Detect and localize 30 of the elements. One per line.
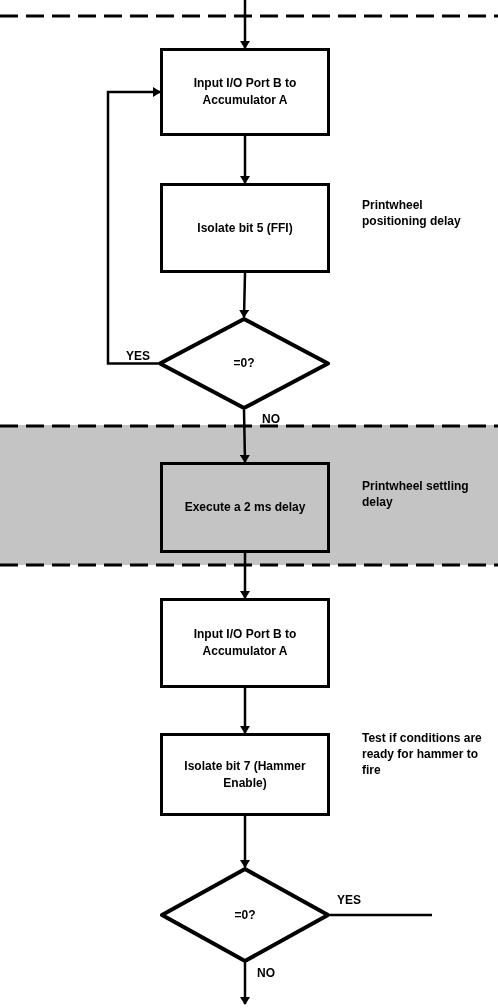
process-box <box>160 183 330 273</box>
arrow <box>239 409 250 463</box>
edge-label: YES <box>337 893 361 907</box>
node-label: Isolate bit 7 (Hammer Enable) <box>183 757 307 792</box>
node-label: Isolate bit 5 (FFI) <box>197 219 293 237</box>
arrow <box>240 688 250 734</box>
process-box <box>160 598 330 688</box>
arrow <box>240 0 250 49</box>
edge-label: NO <box>262 412 280 426</box>
arrow <box>240 816 250 868</box>
node-label: Input I/O Port B to Accumulator A <box>192 626 298 660</box>
side-note: Printwheel positioning delay <box>362 197 462 229</box>
edge-label: NO <box>257 966 275 980</box>
side-note: Test if conditions are ready for hammer to fire <box>362 730 483 778</box>
decision-diamond <box>160 867 330 963</box>
arrow <box>239 272 250 318</box>
node-label: Execute a 2 ms delay <box>184 499 306 516</box>
process-box <box>160 48 330 136</box>
node-label: =0? <box>234 906 256 924</box>
edge-label: YES <box>126 349 150 363</box>
node-label: =0? <box>233 355 255 372</box>
arrow <box>240 553 250 599</box>
decision-diamond <box>158 317 330 410</box>
side-note: Printwheel settling delay <box>362 478 470 510</box>
arrow <box>240 136 250 184</box>
arrow <box>240 963 250 1005</box>
arrow <box>106 87 161 365</box>
process-box <box>160 462 330 553</box>
process-box <box>160 733 330 816</box>
node-label: Input I/O Port B to Accumulator A <box>192 75 298 109</box>
